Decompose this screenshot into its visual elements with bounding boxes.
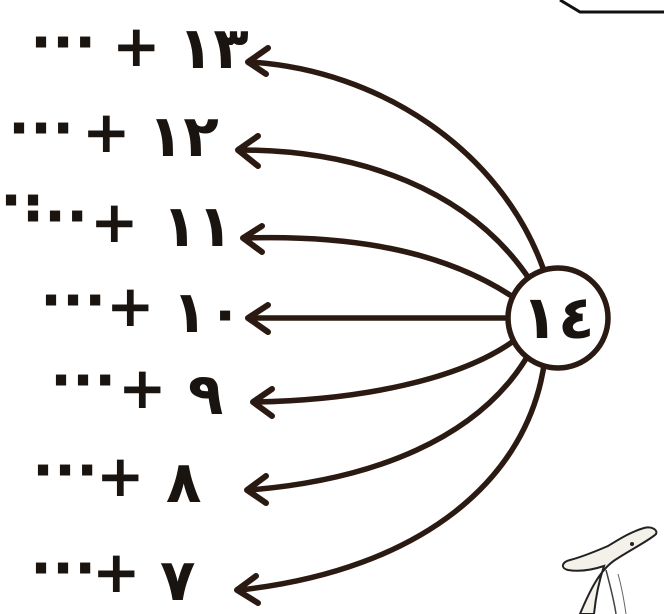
row-ellipsis-extra: ·· [0, 166, 44, 234]
goose-sketch [563, 527, 656, 614]
center-node: ١٤ [508, 268, 608, 368]
row-7: ··· + ٧ [30, 534, 195, 614]
arrow-to-12 [240, 150, 530, 280]
row-13: ··· + ١٣ [30, 8, 249, 82]
row-number: ١١ [162, 192, 233, 260]
row-ellipsis: ··· [8, 94, 74, 162]
row-9: ··· + ٩ [50, 346, 223, 428]
row-12: ··· + ١٢ [8, 94, 219, 170]
row-ellipsis: ··· [30, 8, 96, 76]
arrow-to-11 [245, 238, 510, 295]
row-number: ٧ [160, 546, 195, 614]
row-plus: + [82, 98, 131, 166]
row-plus: + [96, 442, 145, 510]
center-label: ١٤ [521, 283, 594, 353]
row-8: ··· + ٨ [32, 436, 201, 516]
arrow-to-9 [255, 340, 515, 402]
row-plus: + [92, 538, 141, 606]
row-number: ١٠ [172, 278, 243, 346]
arrows [237, 48, 545, 603]
row-ellipsis: ··· [50, 346, 116, 414]
goose-neck-line [606, 570, 616, 614]
row-number: ١٢ [148, 102, 219, 170]
row-plus: + [118, 354, 167, 422]
row-plus: + [106, 272, 155, 340]
row-ellipsis: ··· [30, 534, 96, 602]
row-number: ١٣ [178, 14, 249, 82]
goose-head [563, 527, 656, 614]
goose-eye [630, 542, 634, 546]
frame-corner [560, 0, 664, 12]
row-11: ··· + ١١ ·· [0, 166, 233, 260]
row-plus: + [112, 12, 161, 80]
row-ellipsis: ··· [32, 436, 98, 504]
row-10: ··· + ١٠ [40, 266, 243, 346]
row-plus: + [90, 188, 139, 256]
row-number: ٨ [166, 448, 201, 516]
row-ellipsis: ··· [40, 266, 106, 334]
goose-shading [618, 574, 626, 614]
row-number: ٩ [188, 360, 223, 428]
arrow-to-8 [250, 352, 530, 490]
